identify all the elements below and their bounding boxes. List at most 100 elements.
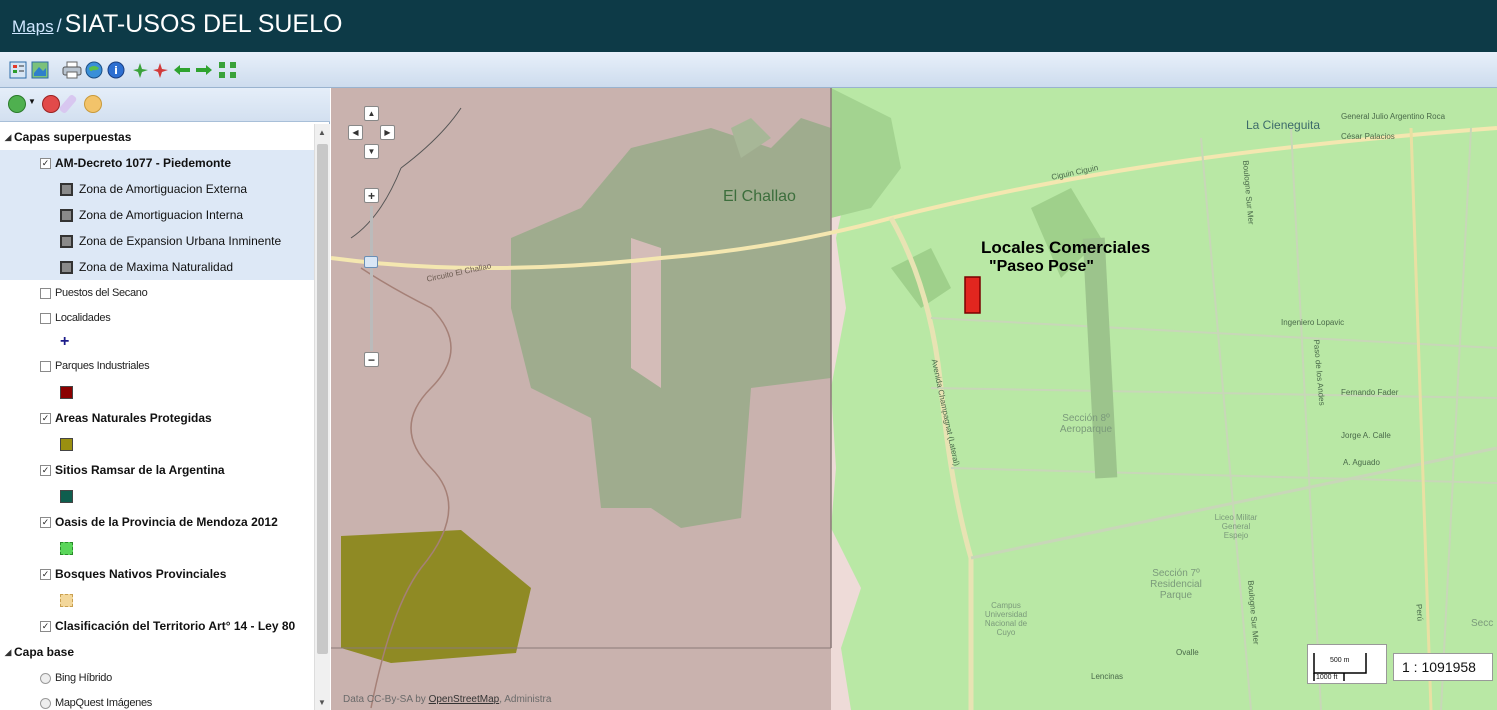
layer-item-decreto[interactable]: ✓ AM-Decreto 1077 - Piedemonte [0,150,314,176]
print-icon[interactable] [62,60,82,80]
zoom-slider-handle[interactable] [364,256,378,268]
legend-label: Zona de Expansion Urbana Inminente [79,234,282,248]
map-label-aguado: A. Aguado [1343,458,1380,467]
pan-left-button[interactable]: ◀ [348,125,363,140]
properties-icon[interactable] [58,93,78,115]
annotation-line-1: Locales Comerciales [981,238,1151,257]
map-view[interactable]: El Challao La Cieneguita General Julio A… [331,88,1497,710]
svg-text:i: i [114,64,118,77]
pan-up-button[interactable]: ▲ [364,106,379,121]
legend-swatch [60,385,73,399]
legend-swatch [60,489,73,503]
legend-item [0,431,314,457]
map-label-cesar-palacios: César Palacios [1341,132,1395,141]
layer-checkbox[interactable]: ✓ [40,464,51,476]
page-title: Maps/SIAT-USOS DEL SUELO [12,10,342,39]
main-toolbar: i [0,52,1497,88]
map-label-el-challao: El Challao [723,188,796,205]
legend-swatch [60,593,73,607]
group-label: Capa base [14,645,75,659]
maps-link[interactable]: Maps [12,17,54,36]
layer-checkbox[interactable]: ✓ [40,412,51,424]
layer-checkbox[interactable]: ✓ [40,620,51,632]
layers-icon[interactable] [30,60,50,80]
tree-group-base[interactable]: ◢ Capa base [0,639,314,665]
layer-tree-scrollbar[interactable]: ▲ ▼ [314,124,330,710]
layer-item-localidades[interactable]: Localidades [0,305,314,331]
osm-link[interactable]: OpenStreetMap [428,694,500,705]
full-extent-icon[interactable] [218,60,238,80]
globe-icon[interactable] [84,60,104,80]
pan-right-button[interactable]: ▶ [380,125,395,140]
legend-item: Zona de Amortiguacion Externa [0,176,314,202]
layer-item-parques[interactable]: Parques Industriales [0,353,314,379]
scroll-down-icon[interactable]: ▼ [318,698,326,707]
scrollbar-thumb[interactable] [317,144,328,654]
layer-item-areas[interactable]: ✓ Areas Naturales Protegidas [0,405,314,431]
layer-checkbox[interactable] [40,360,51,372]
map-label-fernando: Fernando Fader [1341,388,1399,397]
layer-panel: ▼ ◢ Capas superpuestas ✓ AM-Decreto 1077… [0,88,330,710]
pan-down-button[interactable]: ▼ [364,144,379,159]
map-canvas[interactable] [331,88,1497,710]
forward-arrow-icon[interactable] [194,60,214,80]
layer-item-puestos[interactable]: Puestos del Secano [0,280,314,306]
zoom-slider-track[interactable] [370,206,373,351]
tree-group-overlay[interactable]: ◢ Capas superpuestas [0,124,314,150]
scale-bar: 500 m 1000 ft [1307,644,1387,684]
base-layer-radio[interactable] [40,672,51,684]
collapse-icon[interactable]: ◢ [4,131,12,142]
zoom-out-icon[interactable] [150,60,170,80]
zoom-out-button[interactable]: − [364,352,379,367]
back-arrow-icon[interactable] [172,60,192,80]
app-title: SIAT-USOS DEL SUELO [64,10,343,38]
info-icon[interactable]: i [106,60,126,80]
remove-layer-icon[interactable] [42,95,60,113]
layer-checkbox[interactable] [40,312,51,324]
map-label-peru: Perú [1414,603,1425,622]
map-label-liceo: Liceo Militar General Espejo [1214,513,1258,540]
layer-item-oasis[interactable]: ✓ Oasis de la Provincia de Mendoza 2012 [0,509,314,535]
layer-label: Clasificación del Territorio Art° 14 - L… [55,619,296,633]
legend-swatch [60,541,73,555]
legend-icon[interactable] [8,60,28,80]
base-layer-radio[interactable] [40,697,51,709]
layer-item-clasificacion[interactable]: ✓ Clasificación del Territorio Art° 14 -… [0,613,314,639]
scroll-up-icon[interactable]: ▲ [318,128,326,137]
group-label: Capas superpuestas [14,130,132,144]
legend-swatch [60,182,73,196]
base-layer-bing[interactable]: Bing Híbrido [0,665,314,691]
legend-item: + [0,329,314,355]
annotation-line-2: "Paseo Pose" [989,258,1094,275]
legend-item [0,483,314,509]
add-dropdown-arrow-icon[interactable]: ▼ [28,97,36,106]
legend-swatch [60,437,73,451]
layer-label: Localidades [55,312,111,324]
scale-meters: 500 m [1330,657,1350,664]
layer-checkbox[interactable]: ✓ [40,516,51,528]
collapse-icon[interactable]: ◢ [4,646,12,657]
zoom-in-button[interactable]: + [364,188,379,203]
legend-label: Zona de Amortiguacion Interna [79,208,244,222]
legend-label: Zona de Maxima Naturalidad [79,260,234,274]
layer-label: Bosques Nativos Provinciales [55,567,227,581]
breadcrumb-separator: / [56,16,62,36]
add-layer-icon[interactable] [8,95,26,113]
scale-feet: 1000 ft [1316,674,1338,681]
legend-item: Zona de Expansion Urbana Inminente [0,228,314,254]
localidad-symbol-icon: + [60,333,70,350]
layer-item-bosques[interactable]: ✓ Bosques Nativos Provinciales [0,561,314,587]
layer-checkbox[interactable] [40,287,51,299]
layer-label: Oasis de la Provincia de Mendoza 2012 [55,515,278,529]
style-icon[interactable] [84,95,102,113]
layer-item-ramsar[interactable]: ✓ Sitios Ramsar de la Argentina [0,457,314,483]
layer-label: Areas Naturales Protegidas [55,411,212,425]
layer-label: Sitios Ramsar de la Argentina [55,463,225,477]
layer-checkbox[interactable]: ✓ [40,568,51,580]
base-layer-mapquest[interactable]: MapQuest Imágenes [0,690,314,710]
map-label-ovalle: Ovalle [1176,648,1199,657]
zoom-in-icon[interactable] [130,60,150,80]
layer-label: MapQuest Imágenes [55,697,153,709]
layer-checkbox[interactable]: ✓ [40,157,51,169]
map-label-lencinas: Lencinas [1091,672,1124,681]
